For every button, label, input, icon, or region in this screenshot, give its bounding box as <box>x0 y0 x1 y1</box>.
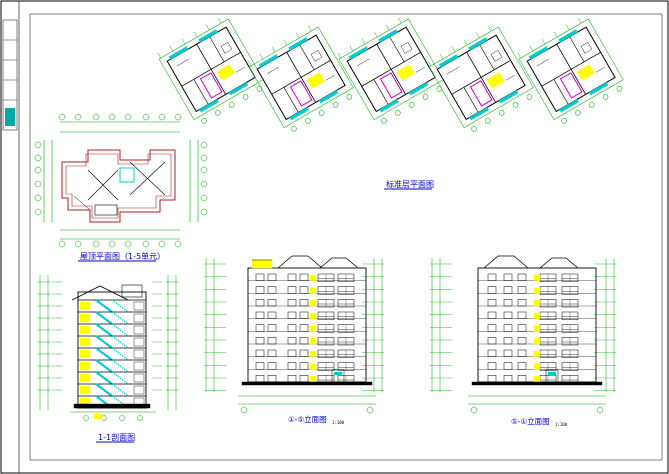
plan-unit <box>157 17 264 124</box>
front-elevation-scale: 1:100 <box>332 420 345 425</box>
plan-unit <box>247 25 354 132</box>
section-view <box>38 275 178 421</box>
standard-floor-plan <box>157 17 624 132</box>
roof-plan-caption: 屋顶平面图（1-5单元） <box>80 251 165 261</box>
plan-unit <box>427 25 534 132</box>
side-elevation <box>430 255 616 414</box>
side-elevation-scale: 1:100 <box>555 422 568 427</box>
plan-unit <box>517 17 624 124</box>
floor-plan-caption: 标准层平面图 <box>386 179 434 189</box>
front-elevation <box>204 255 384 414</box>
side-elevation-caption: ⑤-①立面图 <box>511 416 550 426</box>
title-block-strip <box>0 0 20 474</box>
plan-unit <box>337 17 444 124</box>
front-elevation-caption: ①-⑤立面图 <box>288 414 327 424</box>
roof-plan <box>34 113 208 248</box>
section-caption: 1-1剖面图 <box>98 432 135 442</box>
